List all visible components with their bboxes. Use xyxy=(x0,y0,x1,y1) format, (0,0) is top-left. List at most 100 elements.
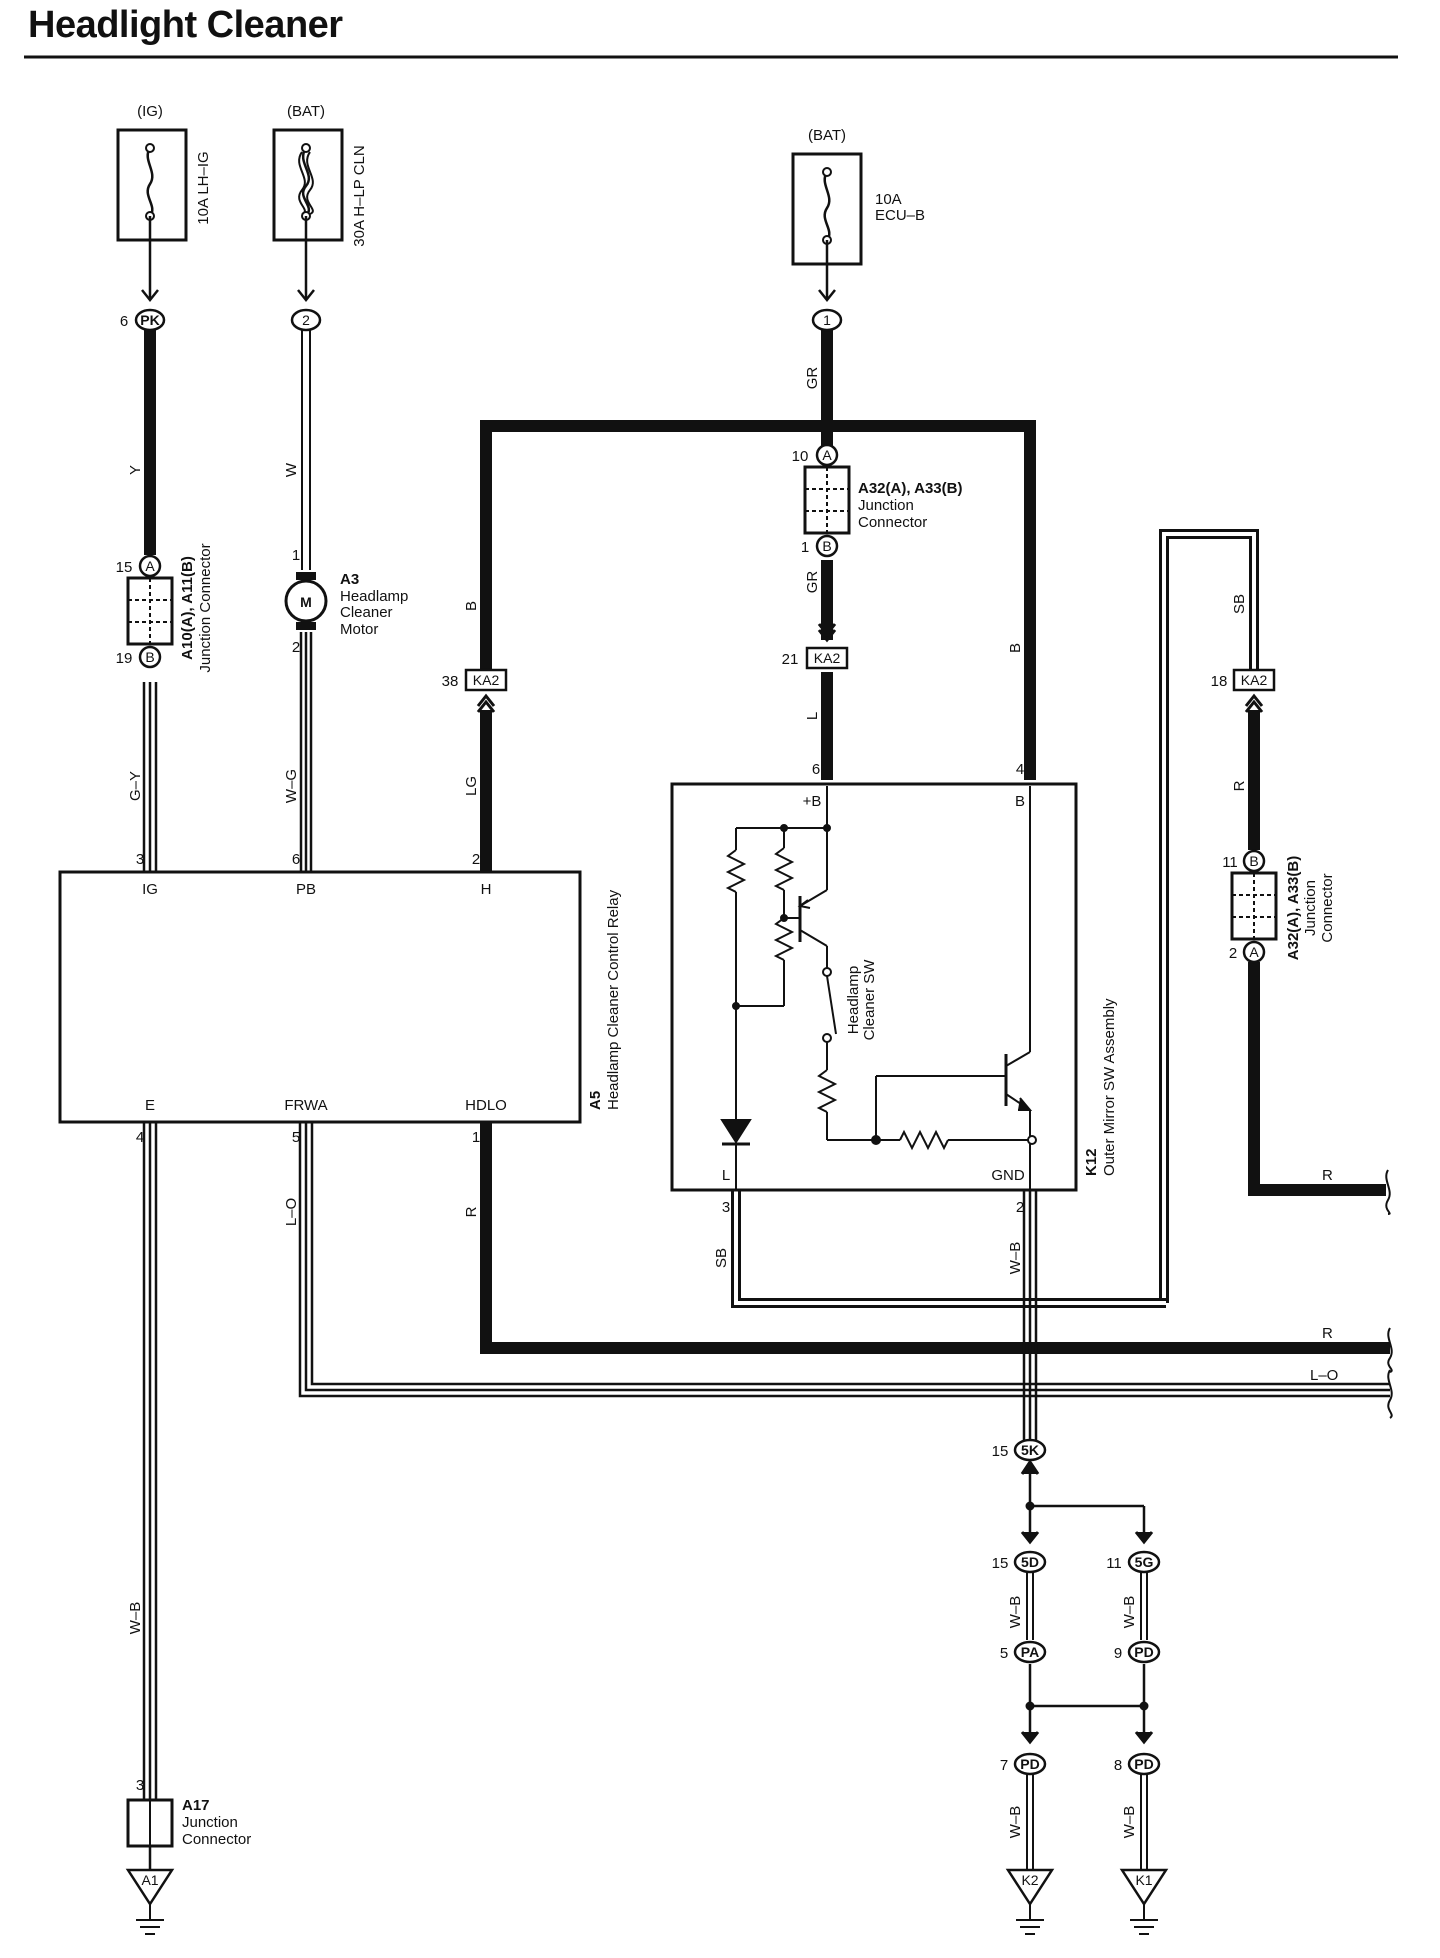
svg-text:A10(A), A11(B): A10(A), A11(B) xyxy=(179,556,196,660)
wire-label-r2: R xyxy=(463,1206,480,1217)
wire-label-l: L xyxy=(804,712,821,720)
wire-ground-tree xyxy=(1020,1459,1154,1870)
svg-text:6: 6 xyxy=(292,851,300,868)
svg-text:2: 2 xyxy=(302,312,310,328)
wire-label-wb-7: W–B xyxy=(1007,1806,1024,1839)
wire-label-b2: B xyxy=(1007,643,1024,653)
fuse-h-lp-cln: (BAT) 30A H–LP CLN xyxy=(272,103,368,247)
wire-label-r-right1: R xyxy=(1231,780,1248,791)
svg-text:PD: PD xyxy=(1134,1756,1153,1772)
wire-label-b1: B xyxy=(463,601,480,611)
svg-text:Cleaner SW: Cleaner SW xyxy=(861,959,878,1041)
svg-text:1: 1 xyxy=(472,1129,480,1146)
svg-text:M: M xyxy=(300,594,312,610)
svg-text:5G: 5G xyxy=(1135,1554,1154,1570)
svg-text:2: 2 xyxy=(1016,1199,1024,1216)
fuse-ecu-b-supply: (BAT) xyxy=(808,127,846,144)
svg-text:21: 21 xyxy=(782,651,799,668)
wire-label-wg: W–G xyxy=(283,769,300,803)
svg-text:A17: A17 xyxy=(182,1797,210,1814)
connector-pd-8: PD 8 xyxy=(1114,1752,1161,1776)
svg-text:B: B xyxy=(1249,853,1258,869)
wire-label-gr: GR xyxy=(804,367,821,390)
svg-text:3: 3 xyxy=(136,1777,144,1794)
svg-text:3: 3 xyxy=(722,1199,730,1216)
wire-label-gr2: GR xyxy=(804,571,821,594)
svg-text:11: 11 xyxy=(1222,854,1238,871)
wire-label-wb-main: W–B xyxy=(1007,1242,1024,1275)
ka2-21-arrow xyxy=(817,623,837,643)
connector-pk: PK 6 xyxy=(120,308,166,332)
svg-text:KA2: KA2 xyxy=(1241,672,1268,688)
svg-text:K1: K1 xyxy=(1135,1872,1152,1888)
wire-label-lg: LG xyxy=(463,776,480,796)
svg-text:1: 1 xyxy=(823,312,831,328)
svg-text:Connector: Connector xyxy=(858,514,927,531)
svg-text:PB: PB xyxy=(296,881,316,898)
svg-text:Junction: Junction xyxy=(1302,880,1319,936)
svg-text:HDLO: HDLO xyxy=(465,1097,507,1114)
svg-text:E: E xyxy=(145,1097,155,1114)
svg-text:H: H xyxy=(481,881,492,898)
svg-text:PD: PD xyxy=(1134,1644,1153,1660)
svg-text:A5: A5 xyxy=(587,1091,604,1110)
svg-text:2: 2 xyxy=(472,851,480,868)
connector-2: 2 xyxy=(290,308,322,332)
svg-text:5: 5 xyxy=(1000,1645,1008,1662)
connector-ka2-38: KA2 38 xyxy=(442,668,508,713)
svg-text:L: L xyxy=(722,1167,730,1184)
svg-text:5: 5 xyxy=(292,1129,300,1146)
svg-text:PD: PD xyxy=(1020,1756,1039,1772)
svg-text:1: 1 xyxy=(292,547,300,564)
svg-text:1: 1 xyxy=(801,539,809,556)
svg-text:GND: GND xyxy=(991,1167,1025,1184)
fuse-ecu-b-rating: 10A xyxy=(875,191,902,208)
svg-text:3: 3 xyxy=(136,851,144,868)
svg-text:8: 8 xyxy=(1114,1757,1122,1774)
fuse-lh-ig-rating: 10A LH–IG xyxy=(195,151,212,224)
svg-text:15: 15 xyxy=(992,1443,1009,1460)
wire-label-sb: SB xyxy=(1231,594,1248,614)
svg-text:Connector: Connector xyxy=(182,1831,251,1848)
svg-text:Connector: Connector xyxy=(1319,873,1336,942)
svg-text:K2: K2 xyxy=(1021,1872,1038,1888)
wire-label-gy: G–Y xyxy=(127,771,144,801)
wire-label-lo-right: L–O xyxy=(1310,1367,1338,1384)
wire-label-wb-5d: W–B xyxy=(1007,1596,1024,1629)
svg-text:KA2: KA2 xyxy=(473,672,500,688)
svg-text:PA: PA xyxy=(1021,1644,1039,1660)
svg-text:Headlamp: Headlamp xyxy=(845,966,862,1034)
svg-text:7: 7 xyxy=(1000,1757,1008,1774)
junction-a10: A 15 B 19 A10(A), A11(B) Junction Connec… xyxy=(116,543,214,672)
wire-label-wb1: W–B xyxy=(127,1602,144,1635)
connector-pd-9: PD 9 xyxy=(1114,1640,1161,1664)
svg-text:A: A xyxy=(1249,944,1259,960)
connector-1: 1 xyxy=(811,308,843,332)
wire-label-lo: L–O xyxy=(283,1198,300,1226)
wire-ecu-b-circuit xyxy=(480,240,1036,872)
svg-text:6: 6 xyxy=(812,761,820,778)
fuse-h-lp-cln-supply: (BAT) xyxy=(287,103,325,120)
wire-label-r-bus: R xyxy=(1322,1325,1333,1342)
svg-text:Motor: Motor xyxy=(340,621,378,638)
svg-text:Cleaner: Cleaner xyxy=(340,604,393,621)
wire-ig-circuit xyxy=(141,216,159,872)
wire-break-lo xyxy=(1387,1369,1393,1419)
svg-text:11: 11 xyxy=(1106,1555,1122,1572)
wire-label-y: Y xyxy=(127,465,144,475)
junction-a32-top: A 10 B 1 A32(A), A33(B) Junction Connect… xyxy=(792,443,962,558)
page-title: Headlight Cleaner xyxy=(28,4,343,46)
svg-text:A3: A3 xyxy=(340,571,359,588)
junction-a17: 3 A17 Junction Connector xyxy=(126,1777,251,1870)
svg-text:Junction: Junction xyxy=(182,1814,238,1831)
svg-text:19: 19 xyxy=(116,650,133,667)
svg-text:Junction: Junction xyxy=(858,497,914,514)
svg-text:4: 4 xyxy=(1016,761,1024,778)
svg-text:Headlamp: Headlamp xyxy=(340,588,408,605)
svg-text:10: 10 xyxy=(792,448,809,465)
connector-ka2-18: KA2 18 xyxy=(1211,668,1276,713)
connector-5d: 5D 15 xyxy=(992,1550,1047,1574)
svg-text:A: A xyxy=(822,447,832,463)
svg-text:B: B xyxy=(822,538,831,554)
